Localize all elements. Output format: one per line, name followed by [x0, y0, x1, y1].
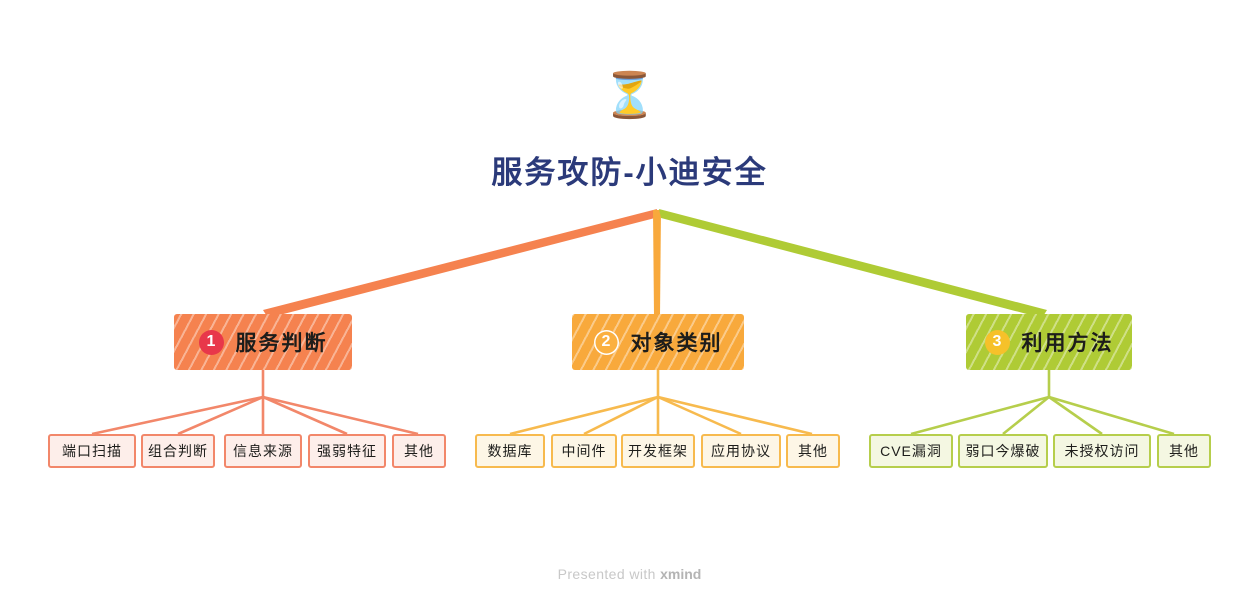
connector-group-branch-3	[910, 370, 1175, 436]
connector-root-to-branch-1	[263, 209, 657, 318]
leaf-node[interactable]: 其他	[392, 434, 446, 468]
connector-group-branch-1	[91, 370, 419, 436]
leaf-node[interactable]: 开发框架	[621, 434, 695, 468]
leaf-node[interactable]: 应用协议	[701, 434, 781, 468]
footer-brand: xmind	[660, 566, 702, 582]
leaf-node[interactable]: 强弱特征	[308, 434, 386, 468]
root-title: 服务攻防-小迪安全	[491, 155, 768, 190]
branch-badge-1: 1	[198, 329, 224, 355]
leaf-node[interactable]: CVE漏洞	[869, 434, 953, 468]
branch-node-object-category[interactable]: 2 对象类别	[572, 314, 744, 370]
hourglass-icon: ⏳	[602, 71, 657, 120]
leaf-node[interactable]: 未授权访问	[1053, 434, 1151, 468]
leaf-node[interactable]: 信息来源	[224, 434, 302, 468]
branch-label-3: 利用方法	[1021, 332, 1114, 355]
branch-node-exploit-method[interactable]: 3 利用方法	[966, 314, 1132, 370]
connector-root-to-branch-2	[653, 210, 661, 316]
leaf-node[interactable]: 端口扫描	[48, 434, 136, 468]
branch-node-service-judgement[interactable]: 1 服务判断	[174, 314, 352, 370]
leaf-node[interactable]: 弱口今爆破	[958, 434, 1048, 468]
leaf-node[interactable]: 中间件	[551, 434, 617, 468]
leaf-node[interactable]: 其他	[1157, 434, 1211, 468]
leaf-node[interactable]: 组合判断	[141, 434, 215, 468]
branch-label-1: 服务判断	[235, 332, 328, 355]
footer-attribution: Presented with xmind	[0, 566, 1259, 582]
connector-group-branch-2	[509, 370, 813, 436]
leaf-node[interactable]: 其他	[786, 434, 840, 468]
connector-root-to-branch-3	[659, 209, 1047, 318]
footer-prefix: Presented with	[557, 566, 661, 582]
branch-badge-3: 3	[984, 329, 1010, 355]
leaf-node[interactable]: 数据库	[475, 434, 545, 468]
branch-badge-2: 2	[593, 329, 619, 355]
branch-label-2: 对象类别	[630, 332, 723, 355]
